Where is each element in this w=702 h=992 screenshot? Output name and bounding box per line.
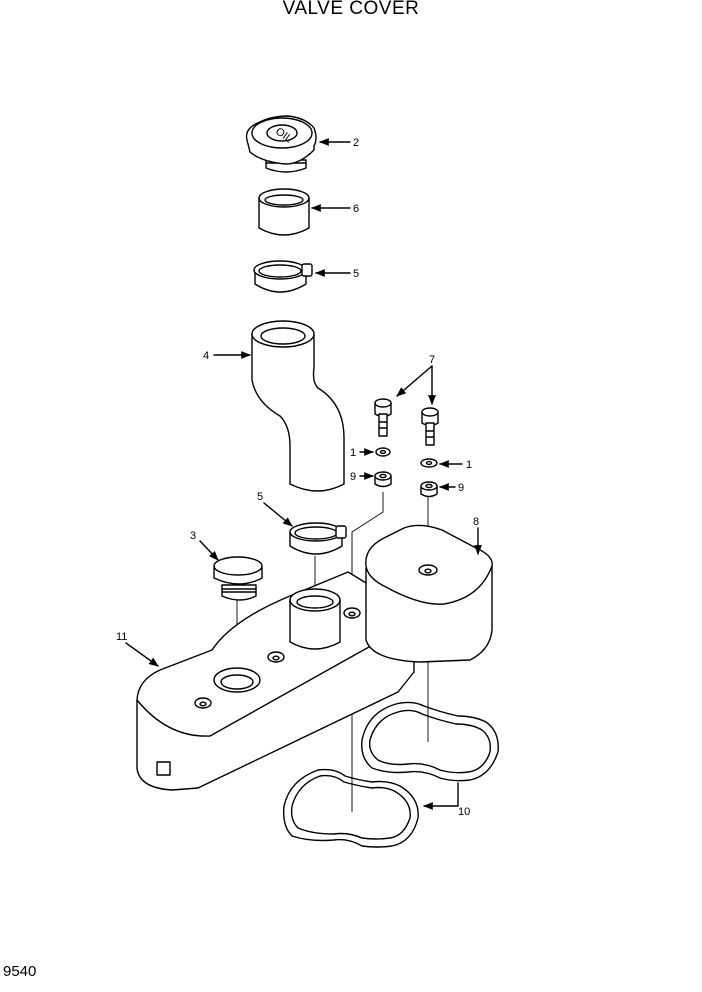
page-code: 9540 (3, 963, 37, 980)
washer-right-part (420, 458, 438, 468)
callout-6: 6 (353, 203, 359, 215)
callout-1-right: 1 (466, 459, 472, 471)
small-cover-part (365, 524, 493, 663)
page-title: VALVE COVER (282, 0, 420, 19)
callout-9-left: 9 (350, 471, 356, 483)
callout-10: 10 (458, 806, 470, 818)
oil-cap-part: OIL (245, 115, 317, 173)
spacer-right-part (420, 481, 438, 498)
callout-9-right: 9 (458, 482, 464, 494)
callout-11: 11 (116, 631, 127, 643)
sleeve-part (258, 188, 310, 236)
clamp-lower-part (289, 522, 347, 555)
clamp-upper-part (253, 260, 313, 293)
callout-4: 4 (203, 350, 209, 362)
callout-5-upper: 5 (353, 268, 359, 280)
callout-1-left: 1 (350, 447, 356, 459)
washer-left-part (375, 447, 391, 457)
callout-2: 2 (353, 137, 359, 149)
gasket-right-part (361, 701, 499, 782)
callout-3: 3 (190, 530, 196, 542)
valve-cover-part (136, 571, 415, 791)
callout-5-lower: 5 (257, 491, 263, 503)
plug-part (213, 556, 263, 601)
spacer-left-part (374, 471, 392, 488)
bolt-left-part (374, 398, 392, 437)
callout-7: 7 (429, 354, 435, 366)
callout-numbers: 2 6 5 4 7 1 9 1 9 5 3 8 11 10 (116, 137, 479, 818)
bolt-right-part (421, 407, 439, 446)
callout-leaders (125, 138, 482, 810)
gasket-left-part (282, 768, 419, 848)
callout-8: 8 (473, 516, 479, 528)
hose-part (251, 320, 345, 492)
